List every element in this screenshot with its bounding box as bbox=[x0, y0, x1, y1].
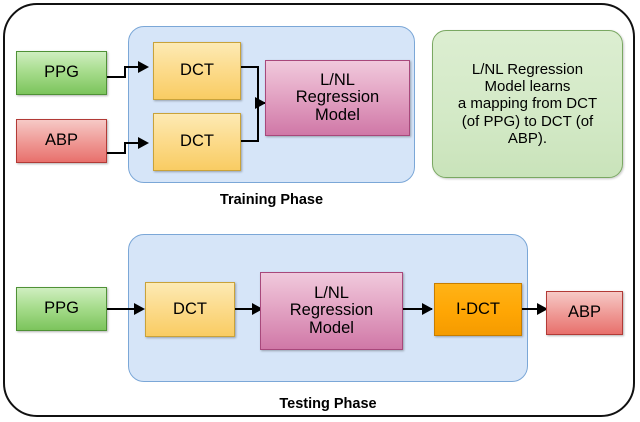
testing-dct: DCT bbox=[145, 282, 235, 337]
training-dct-top-label: DCT bbox=[180, 61, 214, 80]
training-model-line3: Model bbox=[315, 105, 360, 124]
explanatory-note: L/NL Regression Model learns a mapping f… bbox=[432, 30, 623, 178]
testing-regression-model: L/NL Regression Model bbox=[260, 272, 403, 350]
arrow-abp-to-dct bbox=[138, 136, 149, 149]
training-input-abp: ABP bbox=[16, 119, 107, 163]
training-phase-caption: Training Phase bbox=[128, 192, 415, 208]
connector-testing-dct-to-model bbox=[235, 308, 262, 311]
testing-inverse-dct-label: I-DCT bbox=[456, 299, 500, 318]
note-line-1: L/NL Regression bbox=[471, 60, 584, 78]
testing-output-abp-label: ABP bbox=[567, 303, 602, 322]
testing-dct-label: DCT bbox=[173, 299, 207, 318]
training-input-ppg-label: PPG bbox=[44, 63, 79, 82]
connector-abp-to-dct-seg2 bbox=[124, 142, 127, 154]
connector-testing-ppg-to-dct bbox=[107, 308, 141, 311]
testing-input-ppg: PPG bbox=[16, 287, 107, 331]
bracket-bottom-stub bbox=[241, 140, 259, 143]
connector-ppg-to-dct-seg1 bbox=[107, 76, 126, 79]
training-dct-bottom: DCT bbox=[153, 113, 241, 171]
testing-input-ppg-label: PPG bbox=[44, 299, 79, 318]
note-line-3: a mapping from DCT bbox=[457, 95, 598, 113]
connector-testing-idct-to-abp bbox=[522, 308, 548, 311]
testing-output-abp: ABP bbox=[546, 291, 623, 335]
outer-frame bbox=[3, 3, 635, 417]
training-input-ppg: PPG bbox=[16, 51, 107, 95]
connector-abp-to-dct-seg1 bbox=[107, 152, 126, 155]
testing-inverse-dct: I-DCT bbox=[434, 283, 522, 336]
training-input-abp-label: ABP bbox=[44, 131, 79, 150]
arrow-testing-dct-to-model bbox=[252, 302, 263, 315]
connector-ppg-to-dct-seg2 bbox=[124, 66, 127, 78]
training-phase-caption-text: Training Phase bbox=[219, 192, 324, 208]
training-dct-bottom-label: DCT bbox=[180, 132, 214, 151]
testing-model-line1: L/NL bbox=[314, 283, 349, 302]
training-model-line1: L/NL bbox=[320, 70, 355, 89]
arrow-ppg-to-dct bbox=[138, 60, 149, 73]
bracket-top-stub bbox=[241, 66, 259, 69]
testing-phase-caption: Testing Phase bbox=[128, 396, 528, 412]
connector-testing-model-to-idct bbox=[403, 308, 432, 311]
arrow-testing-ppg-to-dct bbox=[134, 302, 145, 315]
note-line-2: Model learns bbox=[484, 77, 571, 95]
training-regression-model: L/NL Regression Model bbox=[265, 60, 410, 136]
training-dct-top: DCT bbox=[153, 42, 241, 100]
note-line-5: ABP). bbox=[507, 130, 548, 148]
arrow-testing-idct-to-abp bbox=[537, 302, 548, 315]
note-line-4: (of PPG) to DCT (of bbox=[461, 112, 594, 130]
testing-model-line3: Model bbox=[309, 318, 354, 337]
testing-phase-caption-text: Testing Phase bbox=[279, 396, 377, 412]
arrow-bracket-to-model bbox=[255, 96, 266, 109]
training-model-line2: Regression bbox=[295, 88, 380, 107]
testing-model-line2: Regression bbox=[289, 301, 374, 320]
arrow-testing-model-to-idct bbox=[422, 302, 433, 315]
connector-ppg-to-dct-seg3 bbox=[124, 66, 139, 69]
connector-abp-to-dct-seg3 bbox=[124, 142, 139, 145]
